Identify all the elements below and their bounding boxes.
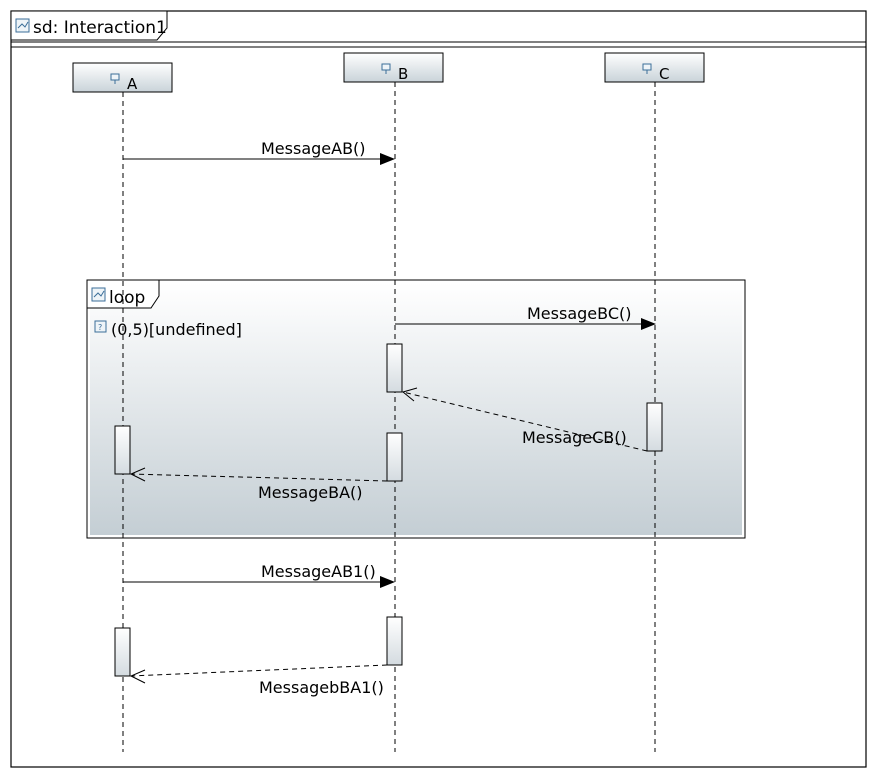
message-bba1-line [130, 664, 388, 677]
interaction-icon [15, 18, 30, 33]
filled-arrowhead-icon [641, 318, 656, 330]
loop-fragment-body [90, 283, 742, 535]
activation-bar-b[interactable] [386, 616, 403, 666]
lifeline-b-name: B [398, 65, 408, 83]
lifeline-c-name: C [659, 65, 669, 83]
loop-operator-label: loop [109, 288, 145, 308]
frame-title: sd: Interaction1 [33, 18, 167, 38]
message-bc[interactable]: MessageBC() [395, 304, 656, 330]
lifeline-c[interactable]: C [604, 52, 705, 752]
filled-arrowhead-icon [380, 153, 395, 165]
loop-fragment[interactable]: loop ? (0,5)[undefined] [86, 279, 746, 539]
message-bba1-label: MessagebBA1() [259, 678, 384, 697]
open-arrowhead-icon [129, 467, 146, 482]
message-cb-label: MessageCB() [522, 428, 627, 447]
lifeline-icon [642, 63, 652, 74]
open-arrowhead-icon [129, 669, 146, 684]
message-ab[interactable]: MessageAB() [123, 139, 395, 165]
filled-arrowhead-icon [380, 576, 395, 588]
message-bba1[interactable]: MessagebBA1() [129, 664, 388, 697]
message-ab1[interactable]: MessageAB1() [123, 562, 395, 588]
loop-guard-label: (0,5)[undefined] [111, 320, 242, 339]
guard-icon: ? [94, 320, 107, 333]
activation-bar-a[interactable] [114, 627, 131, 677]
activation-bar-c[interactable] [646, 402, 663, 452]
message-ab-label: MessageAB() [261, 139, 366, 158]
lifeline-b-head [343, 52, 444, 83]
message-ab1-label: MessageAB1() [261, 562, 376, 581]
lifeline-c-head [604, 52, 705, 83]
svg-text:?: ? [98, 323, 102, 332]
lifeline-a-head [72, 62, 173, 93]
message-cb[interactable]: MessageCB() [401, 387, 648, 452]
lifeline-icon [110, 73, 120, 84]
lifeline-icon [381, 63, 391, 74]
activation-bar-a[interactable] [114, 425, 131, 475]
lifeline-b[interactable]: B [343, 52, 444, 752]
message-bc-label: MessageBC() [527, 304, 631, 323]
activation-bar-b[interactable] [386, 343, 403, 393]
frame-title-tab [10, 10, 168, 41]
lifeline-a-name: A [127, 75, 138, 93]
activation-bar-b[interactable] [386, 432, 403, 482]
open-arrowhead-icon [401, 387, 418, 402]
message-cb-line [402, 391, 648, 452]
message-ba-label: MessageBA() [258, 483, 363, 502]
fragment-icon [91, 287, 106, 302]
message-ba-line [130, 473, 388, 482]
message-ba[interactable]: MessageBA() [129, 467, 388, 502]
